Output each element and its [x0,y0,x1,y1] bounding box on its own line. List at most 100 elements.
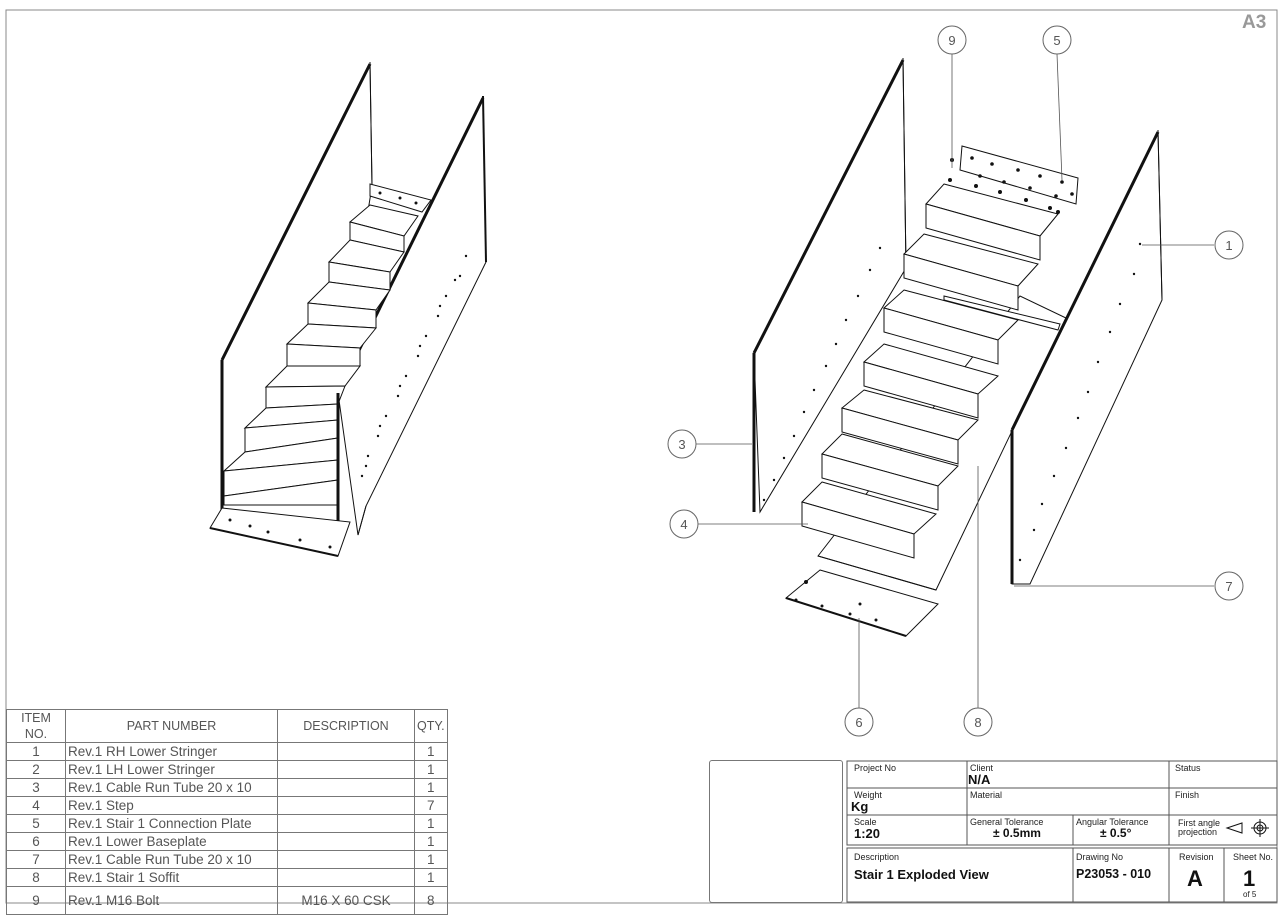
bom-description [277,832,415,851]
projection-label-line-2: projection [1178,827,1218,837]
sheet-size-label: A3 [1242,12,1267,33]
bom-header-row: ITEM NO. PART NUMBER DESCRIPTION QTY. [6,709,448,743]
assembled-staircase [209,61,487,557]
bom-part-number: Rev.1 Cable Run Tube 20 x 10 [65,778,278,797]
balloon-label: 6 [855,715,862,730]
bom-part-number: Rev.1 Stair 1 Connection Plate [65,814,278,833]
bom-item-no: 4 [6,796,66,815]
bom-header-part: PART NUMBER [65,709,278,743]
bom-description [277,796,415,815]
balloon-label: 3 [678,437,685,452]
balloon-group: 9 5 1 3 4 7 6 8 [667,25,1244,737]
balloon-circle [937,25,967,55]
bom-description [277,814,415,833]
projection-label: First angle projection [1178,819,1220,837]
bom-part-number: Rev.1 Cable Run Tube 20 x 10 [65,850,278,869]
balloon-circle [667,429,697,459]
sheet-border [5,9,1278,904]
exploded-staircase [752,57,1163,637]
balloon-circle [669,509,699,539]
bom-item-no: 7 [6,850,66,869]
logo-box [709,760,843,903]
bom-description [277,850,415,869]
bom-item-no: 2 [6,760,66,779]
balloon-circle [1214,230,1244,260]
bom-item-no: 8 [6,868,66,887]
material-label: Material [970,790,1003,800]
bom-part-number: Rev.1 Step [65,796,278,815]
client-label: Client [970,763,994,773]
first-angle-projection-icon [1225,819,1269,837]
finish-label: Finish [1175,790,1200,800]
status-label: Status [1175,763,1201,773]
balloon-circle [963,707,993,737]
client-value: N/A [968,772,991,787]
bom-item-no: 6 [6,832,66,851]
balloon-label: 7 [1225,579,1232,594]
weight-label: Weight [854,790,882,800]
bom-item-no: 1 [6,742,66,761]
bom-qty: 7 [414,796,448,815]
balloon-label: 1 [1225,238,1232,253]
angular-tolerance-value: ± 0.5° [1100,826,1132,840]
bom-description [277,760,415,779]
general-tolerance-value: ± 0.5mm [993,826,1041,840]
revision-label: Revision [1179,852,1214,862]
bom-item-no: 5 [6,814,66,833]
balloon-circle [1042,25,1072,55]
bom-header-item: ITEM NO. [6,709,66,743]
balloon-label: 8 [974,715,981,730]
bom-item-no: 9 [6,886,66,915]
bom-part-number: Rev.1 LH Lower Stringer [65,760,278,779]
scale-label: Scale [854,817,877,827]
bom-qty: 1 [414,832,448,851]
description-value: Stair 1 Exploded View [854,867,989,882]
revision-value: A [1187,866,1203,891]
project-no-label: Project No [854,763,897,773]
general-tolerance-label: General Tolerance [970,817,1044,827]
sheet-of-value: of 5 [1243,890,1257,899]
angular-tolerance-label: Angular Tolerance [1076,817,1149,827]
bom-qty: 1 [414,742,448,761]
bom-header-qty: QTY. [414,709,448,743]
bom-part-number: Rev.1 Lower Baseplate [65,832,278,851]
bom-part-number: Rev.1 RH Lower Stringer [65,742,278,761]
bom-item-no: 3 [6,778,66,797]
balloon-label: 4 [680,517,687,532]
drawing-no-value: P23053 - 010 [1076,867,1152,881]
bom-description [277,742,415,761]
bom-qty: 1 [414,850,448,869]
balloon-label: 5 [1053,33,1060,48]
bom-header-description: DESCRIPTION [277,709,415,743]
title-block-grid [846,760,1278,903]
balloon-label: 9 [948,33,955,48]
bom-part-number: Rev.1 Stair 1 Soffit [65,868,278,887]
bom-qty: 8 [414,886,448,915]
balloon-circle [1214,571,1244,601]
scale-value: 1:20 [854,826,881,841]
weight-value: Kg [851,799,869,814]
sheet-no-value: 1 [1243,866,1256,891]
balloon-circle [844,707,874,737]
bom-description [277,778,415,797]
bom-qty: 1 [414,778,448,797]
bom-qty: 1 [414,868,448,887]
projection-label-line-1: First angle [1178,818,1221,828]
bom-qty: 1 [414,760,448,779]
drawing-no-label: Drawing No [1076,852,1124,862]
sheet-no-label: Sheet No. [1233,852,1274,862]
bom-description: M16 X 60 CSK [277,886,415,915]
bom-description [277,868,415,887]
description-label: Description [854,852,900,862]
